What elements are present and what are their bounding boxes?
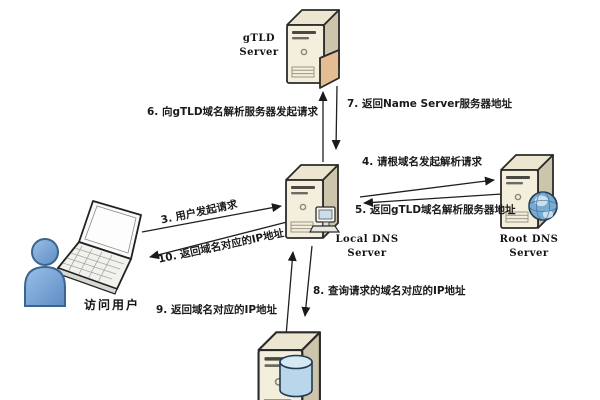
name-server-icon [257, 331, 321, 400]
local-dns-name-line1: Local DNS [335, 234, 399, 245]
local-dns-name-line2: Server [347, 247, 387, 259]
label-step-5: 5. 返回gTLD域名解析服务器地址 [355, 204, 516, 216]
root-dns-name-line1: Root DNS [499, 234, 559, 245]
arrow-step-10 [149, 221, 288, 260]
local-dns-server-label: Local DNS Server [334, 233, 400, 260]
open-door-panel-icon [319, 49, 340, 89]
label-step-6: 6. 向gTLD域名解析服务器发起请求 [147, 106, 319, 118]
arrow-step-4 [359, 176, 495, 198]
arrow-step-9 [285, 251, 297, 337]
label-step-8: 8. 查询请求的域名对应的IP地址 [313, 285, 466, 297]
keyboard-grid [62, 245, 125, 283]
globe-icon [528, 191, 558, 221]
root-dns-name-line2: Server [509, 247, 549, 259]
gtld-server-label: gTLD Server [230, 32, 288, 59]
root-dns-server-icon [500, 154, 558, 229]
label-step-9: 9. 返回域名对应的IP地址 [156, 304, 278, 316]
gtld-server-name-line1: gTLD [242, 33, 276, 44]
arrow-step-8 [301, 245, 313, 317]
gtld-server-icon [286, 9, 340, 89]
mini-computer-icon [309, 206, 341, 233]
root-dns-server-label: Root DNS Server [496, 233, 562, 260]
laptop-icon [55, 200, 142, 295]
arrow-step-7 [331, 85, 341, 150]
gtld-server-name-line2: Server [239, 46, 279, 58]
label-step-4: 4. 请根域名发起解析请求 [362, 156, 482, 168]
label-step-7: 7. 返回Name Server服务器地址 [347, 98, 513, 110]
person-icon [24, 238, 66, 307]
database-icon [279, 354, 313, 398]
arrow-step-3 [141, 203, 282, 233]
user-label: 访问用户 [84, 298, 141, 312]
local-dns-server-icon [285, 164, 341, 239]
arrow-step-5 [363, 193, 503, 207]
